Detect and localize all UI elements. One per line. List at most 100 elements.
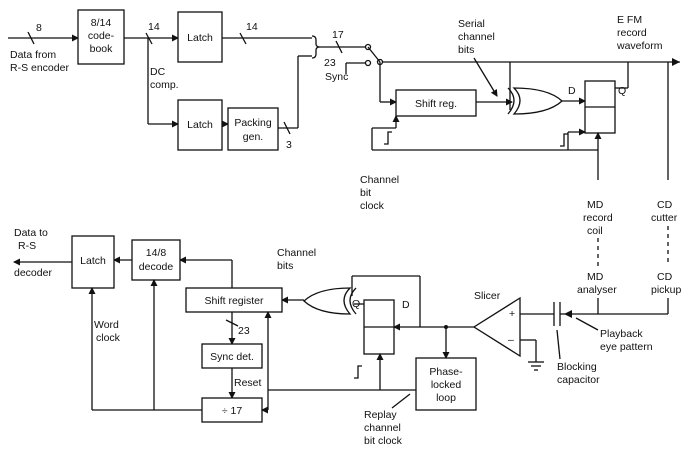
efm-label-3: waveform (616, 40, 663, 52)
divide-block (201, 397, 263, 423)
sync-width-label: 23 (324, 57, 336, 69)
xor-gate-bottom (349, 287, 357, 315)
channel-clock-label-3: clock (360, 200, 385, 212)
shift-reg-block (395, 89, 477, 117)
eye-label-2: eye pattern (600, 341, 653, 353)
latch-label: Latch (187, 119, 213, 131)
merge-brace (311, 35, 321, 59)
md-record-label-3: coil (587, 225, 603, 237)
codebook-label-1: 8/14 (91, 17, 112, 29)
pll-label-3: loop (436, 392, 456, 404)
shift-register-label: Shift register (205, 295, 264, 307)
shift-reg-label: Shift reg. (415, 98, 457, 110)
bus-slash (239, 32, 247, 45)
cap-label-1: Blocking (557, 361, 597, 373)
xor-gate-bottom (303, 287, 352, 315)
slicer-comparator (472, 296, 521, 358)
eye-pointer (575, 317, 599, 331)
divide-label: ÷ 17 (222, 405, 243, 417)
word-clock-label-1: Word (94, 319, 119, 331)
pll-label-2: locked (431, 379, 462, 391)
bus-slash (283, 121, 291, 135)
bus-slash (335, 40, 343, 54)
sync-width-label-bottom: 23 (238, 325, 250, 337)
reset-label: Reset (234, 377, 262, 389)
bus-width-label: 14 (148, 21, 160, 33)
channel-clock-label-2: bit (360, 187, 371, 199)
clock-pulse-icon (384, 131, 392, 145)
packing-label-1: Packing (234, 117, 272, 129)
serial-label-1: Serial (458, 18, 485, 30)
md-record-label-1: MD (587, 199, 604, 211)
cap-pointer (556, 329, 561, 360)
channel-bits-label-2: bits (277, 260, 293, 272)
xor-gate-top (512, 87, 563, 115)
replay-clock-label-3: bit clock (364, 435, 403, 447)
latch-block-bottom (71, 235, 115, 289)
sync-det-label: Sync det. (210, 351, 254, 363)
packing-gen-block (227, 107, 279, 151)
pll-label-1: Phase- (429, 366, 463, 378)
dc-comp-label-1: DC (150, 66, 166, 78)
replay-clock-label-2: channel (364, 422, 401, 434)
plus-sign: + (509, 308, 515, 320)
playback-arrow (564, 310, 572, 318)
word-clock-label-2: clock (96, 332, 121, 344)
channel-bits-label-1: Channel (277, 247, 316, 259)
dc-comp-label-2: comp. (150, 79, 179, 91)
latch-label-bottom: Latch (80, 255, 106, 267)
sync-det-block (201, 343, 263, 369)
md-record-label-2: record (583, 212, 613, 224)
replay-pointer (391, 393, 411, 409)
output-label-2: R-S (18, 240, 36, 252)
cd-cutter-label-2: cutter (651, 212, 678, 224)
codebook-label-3: book (90, 43, 114, 55)
input-label-line2: R-S encoder (10, 62, 69, 74)
cd-cutter-label-1: CD (657, 199, 673, 211)
bus-width-label: 14 (246, 21, 258, 33)
slicer-label: Slicer (474, 290, 501, 302)
codebook-label-2: code- (88, 30, 115, 42)
switch-contact (364, 59, 372, 67)
junction-dot (444, 325, 448, 329)
clock-pulse-icon (354, 365, 362, 379)
bus-width-label: 8 (36, 22, 42, 34)
cd-pickup-label-1: CD (657, 271, 673, 283)
replay-clock-label-1: Replay (364, 409, 397, 421)
codebook-block (77, 9, 125, 65)
clock-pulse-icon (560, 133, 568, 147)
d-label-bottom: D (402, 299, 410, 311)
input-label-line1: Data from (10, 49, 56, 61)
bus-slash (225, 319, 239, 327)
pll-block (415, 357, 477, 411)
cd-pickup-label-2: pickup (651, 284, 682, 296)
serial-label-2: channel (458, 31, 495, 43)
serial-pointer (473, 57, 498, 97)
packing-label-2: gen. (243, 131, 263, 143)
decode-label-2: decode (139, 261, 174, 273)
bus-width-label: 17 (332, 29, 344, 41)
xor-gate-top (507, 87, 515, 115)
d-label: D (568, 85, 576, 97)
latch-block-top (177, 11, 223, 63)
bus-width-label: 3 (286, 139, 292, 151)
md-analyser-label-1: MD (587, 271, 604, 283)
sync-label: Sync (325, 71, 348, 83)
shift-register-block (185, 287, 283, 313)
decode-block (131, 239, 181, 281)
channel-clock-label-1: Channel (360, 174, 399, 186)
q-label: Q (618, 85, 626, 97)
output-label-1: Data to (14, 227, 48, 239)
serial-label-3: bits (458, 44, 474, 56)
bus-slash (145, 32, 153, 45)
cap-label-2: capacitor (557, 374, 600, 386)
output-label-3: decoder (14, 267, 52, 279)
eye-label-1: Playback (600, 328, 643, 340)
efm-label-1: E FM (617, 14, 642, 26)
minus-sign: – (508, 334, 514, 346)
efm-arrow-right (672, 58, 680, 66)
decode-label-1: 14/8 (146, 247, 167, 259)
md-analyser-label-2: analyser (577, 284, 617, 296)
